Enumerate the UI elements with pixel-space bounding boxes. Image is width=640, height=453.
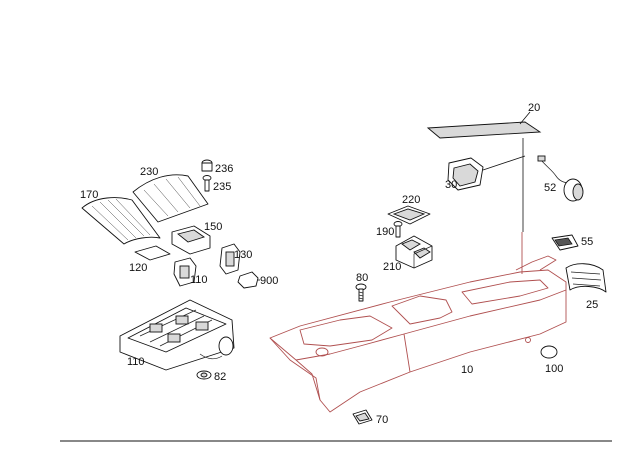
- label-25: 25: [586, 299, 598, 311]
- label-170: 170: [80, 189, 98, 201]
- label-55: 55: [581, 236, 593, 248]
- part-170-lid[interactable]: [81, 197, 161, 245]
- label-110: 110: [127, 356, 145, 368]
- part-235-screw[interactable]: [202, 175, 212, 192]
- label-30: 30: [445, 179, 457, 191]
- label-190: 190: [376, 226, 394, 238]
- part-10-center-console[interactable]: [269, 232, 567, 413]
- part-130-plate[interactable]: [134, 245, 171, 261]
- label-100: 100: [545, 363, 563, 375]
- label-80: 80: [356, 272, 368, 284]
- part-150-switch-panel[interactable]: [171, 225, 211, 255]
- label-20: 20: [528, 102, 540, 114]
- label-230: 230: [140, 166, 158, 178]
- part-20-armrest-pad[interactable]: [426, 111, 542, 139]
- part-25-rear-trim[interactable]: [565, 263, 607, 293]
- part-80-screw[interactable]: [355, 283, 367, 302]
- label-10: 10: [461, 364, 473, 376]
- part-55-clip[interactable]: [551, 234, 579, 251]
- part-230-lid[interactable]: [132, 174, 209, 223]
- part-140-switch[interactable]: [219, 243, 241, 275]
- part-236-knob[interactable]: [201, 159, 213, 172]
- label-236: 236: [215, 163, 233, 175]
- part-900-connector[interactable]: [237, 271, 260, 289]
- label-130: 120: [129, 262, 147, 274]
- label-140: 130: [234, 249, 252, 261]
- part-210-switch-block[interactable]: [395, 235, 433, 269]
- label-220: 220: [402, 194, 420, 206]
- label-52: 52: [544, 182, 556, 194]
- part-100-cap[interactable]: [540, 345, 558, 359]
- label-235: 235: [213, 181, 231, 193]
- label-900: 900: [260, 275, 278, 287]
- part-110-control-module[interactable]: [119, 299, 235, 371]
- label-210: 210: [383, 261, 401, 273]
- part-190-screw[interactable]: [393, 221, 403, 238]
- part-220-frame[interactable]: [387, 205, 431, 225]
- label-150: 150: [204, 221, 222, 233]
- part-120-holder[interactable]: [173, 257, 197, 287]
- part-82-grommet[interactable]: [196, 370, 212, 380]
- part-30-switch[interactable]: [447, 155, 526, 191]
- label-82: 82: [214, 371, 226, 383]
- part-52-cable-connector[interactable]: [537, 155, 584, 202]
- label-70: 70: [376, 414, 388, 426]
- part-70-clip[interactable]: [352, 409, 373, 425]
- label-120: 110: [190, 274, 208, 286]
